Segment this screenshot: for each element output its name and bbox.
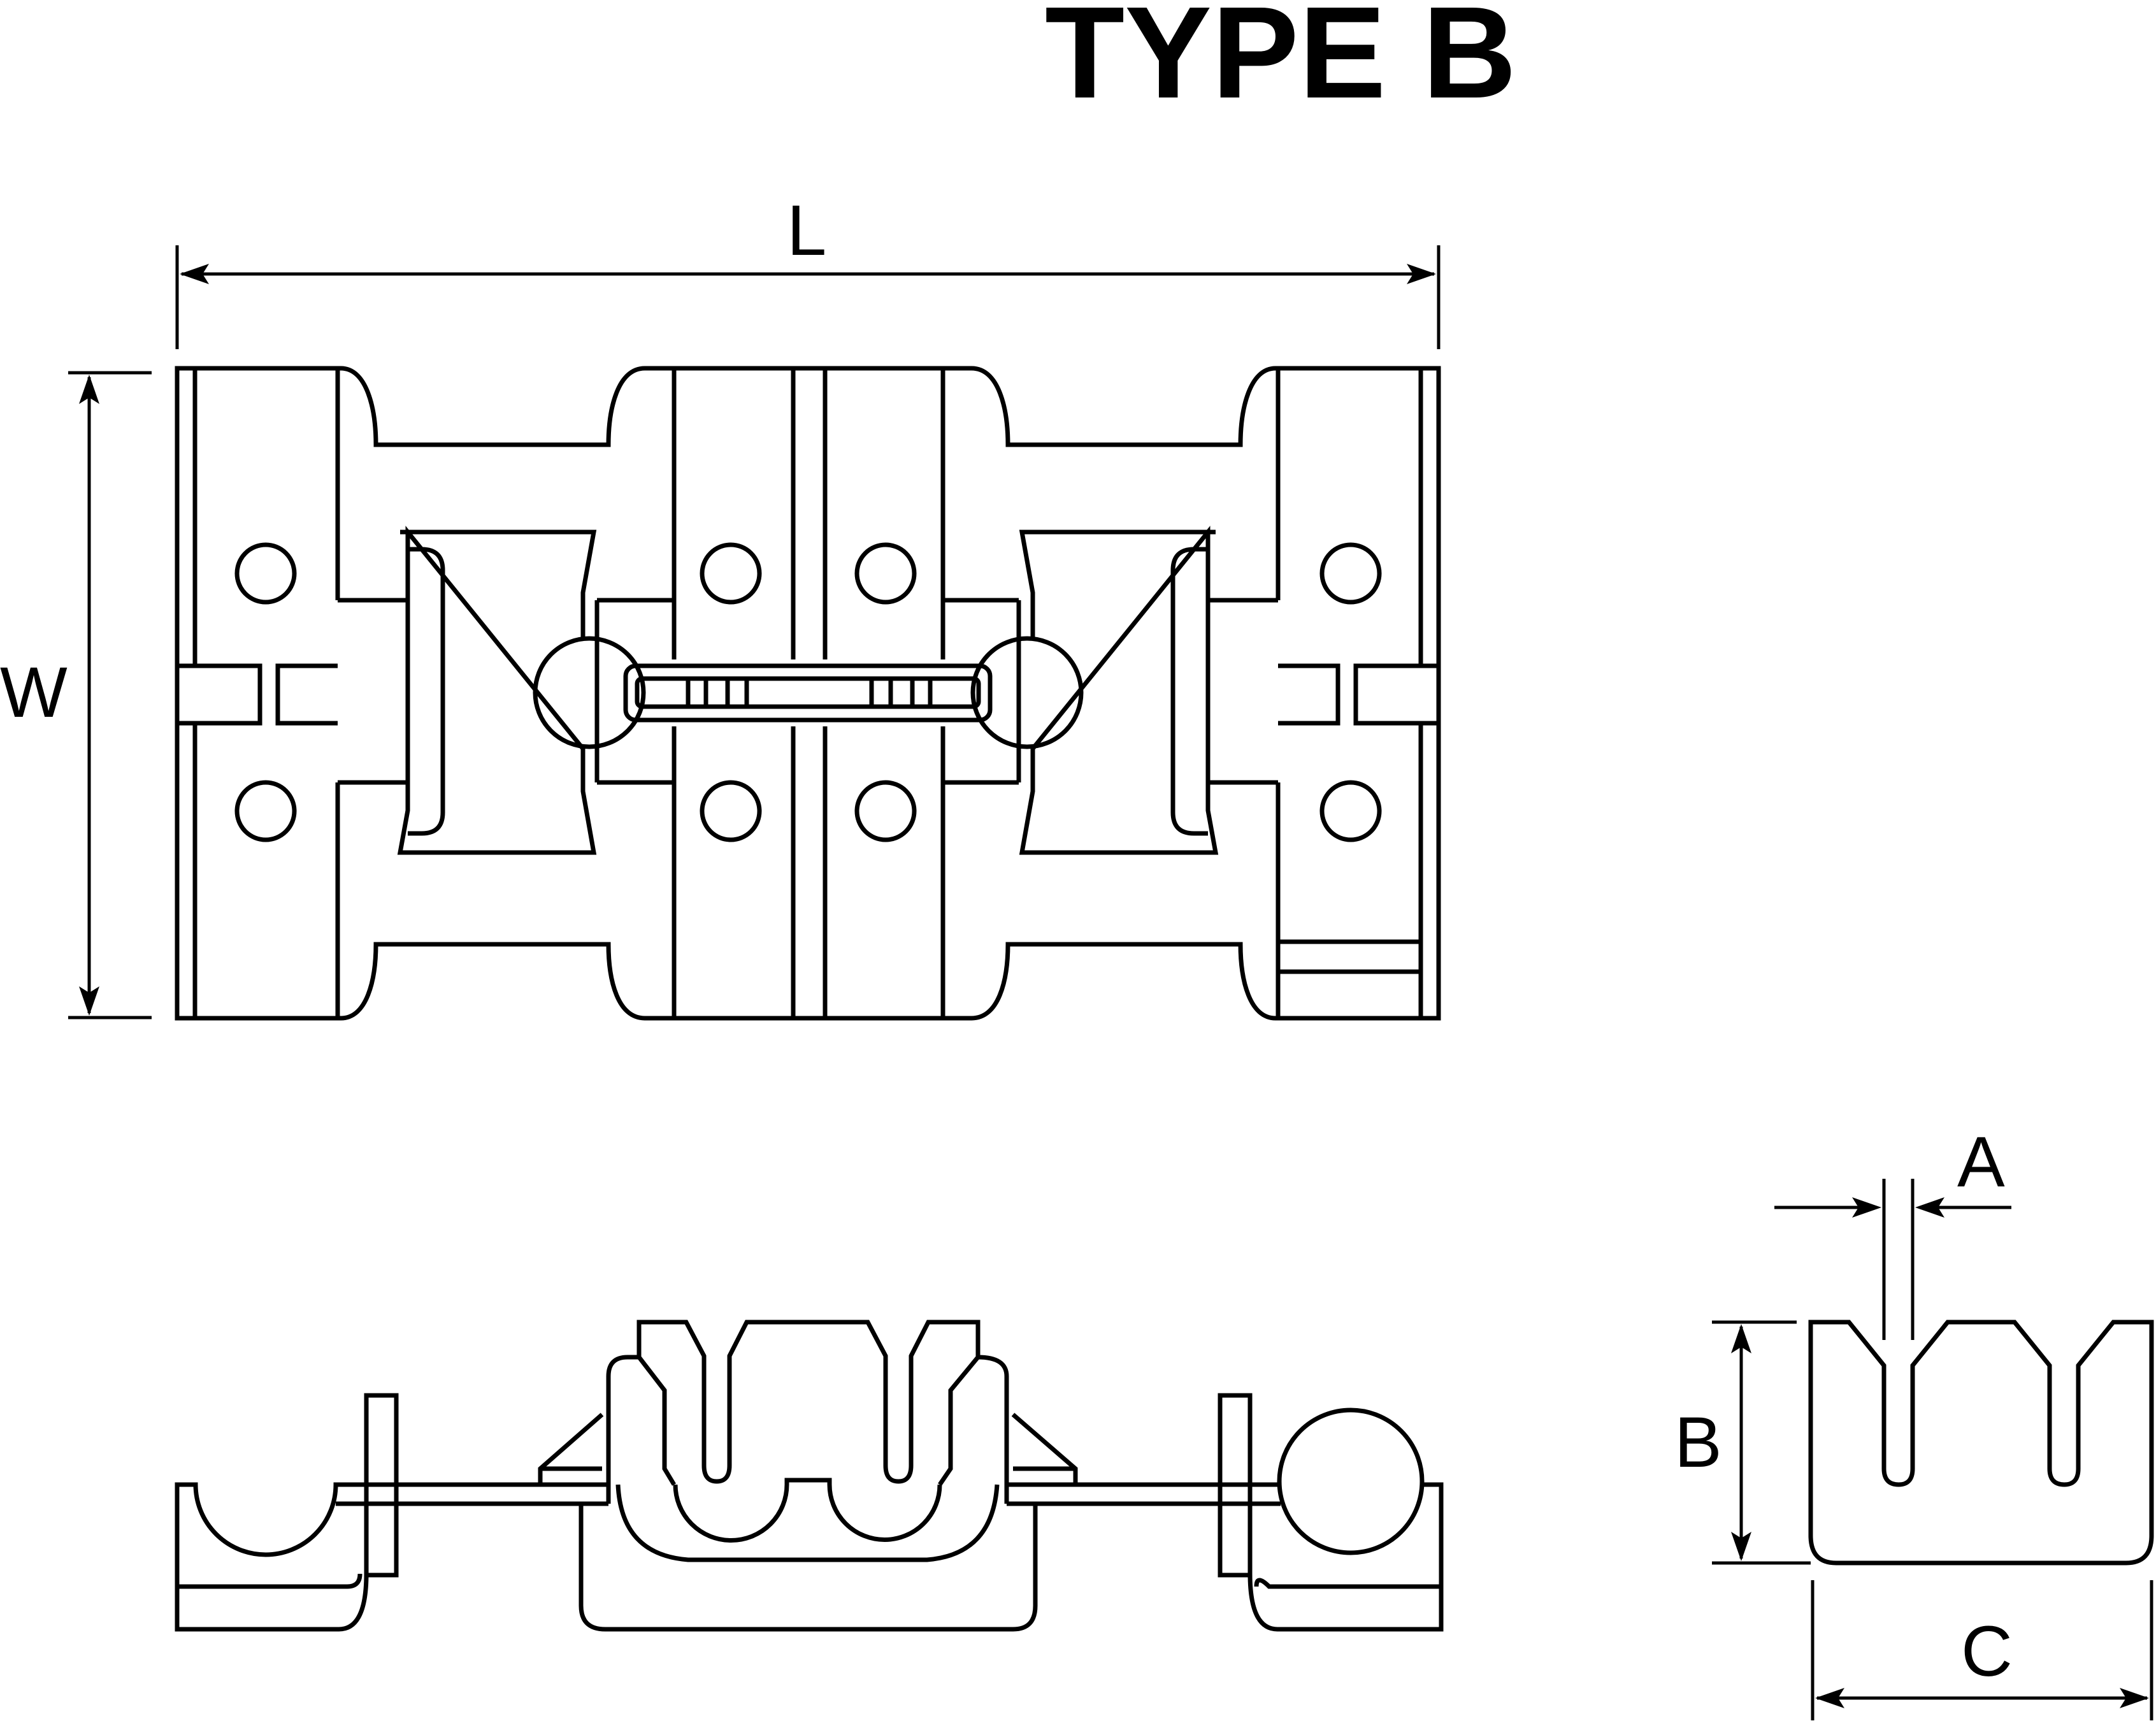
hole-circle — [234, 542, 297, 605]
left-clip-tab — [408, 547, 445, 836]
side-left-post — [364, 1393, 399, 1578]
dimension-length: L — [175, 191, 1441, 349]
right-latch-circle — [970, 636, 1084, 749]
drawing-title: TYPE B — [1045, 0, 1516, 126]
dimension-slot: A — [1774, 1122, 2011, 1340]
center-slot-outer — [623, 663, 993, 723]
dimension-label-a: A — [1957, 1122, 2005, 1202]
side-right-end — [1247, 1482, 1444, 1632]
dimension-base: C — [1811, 1580, 2153, 1720]
center-slot-ribs — [686, 679, 933, 707]
dimension-label-b: B — [1674, 1402, 1722, 1482]
side-right-rail — [1007, 1482, 1281, 1506]
hole-circle — [1319, 780, 1382, 842]
side-view — [175, 1320, 1444, 1632]
center-block-lines — [672, 368, 945, 1018]
left-block-details — [177, 368, 408, 1018]
side-left-rail — [336, 1482, 608, 1506]
side-center-top — [606, 1320, 1009, 1504]
top-view-outline — [175, 366, 1441, 1021]
end-view-outline — [1808, 1320, 2154, 1566]
dimension-label-l: L — [787, 191, 826, 270]
dimension-width: W — [0, 371, 152, 1019]
side-center-inner — [637, 1355, 980, 1486]
hole-circle — [700, 542, 762, 605]
right-block-details — [1208, 368, 1439, 1018]
side-left-end — [175, 1482, 369, 1632]
top-view — [175, 366, 1441, 1021]
side-right-wedge — [1011, 1413, 1078, 1485]
left-latch-circle — [533, 636, 646, 749]
dimension-label-c: C — [1961, 1611, 2013, 1691]
side-center-base — [579, 1504, 1038, 1632]
end-view — [1808, 1320, 2154, 1566]
hole-circle — [234, 780, 297, 842]
center-slot-inner — [635, 676, 981, 709]
side-left-wedge — [538, 1413, 604, 1485]
hole-circle — [854, 542, 917, 605]
side-left-foot-line — [177, 1573, 363, 1589]
dimension-label-w: W — [0, 652, 68, 732]
hole-circle — [1319, 542, 1382, 605]
center-latch-frame — [594, 598, 1021, 785]
side-right-circle — [1277, 1408, 1425, 1555]
hole-circle — [854, 780, 917, 842]
side-center-sockets — [615, 1478, 1000, 1562]
hole-circle — [700, 780, 762, 842]
dimension-height: B — [1674, 1320, 1811, 1565]
right-clip-tab — [1170, 547, 1208, 836]
right-clip-window — [1019, 526, 1219, 855]
left-clip-window — [397, 526, 597, 855]
